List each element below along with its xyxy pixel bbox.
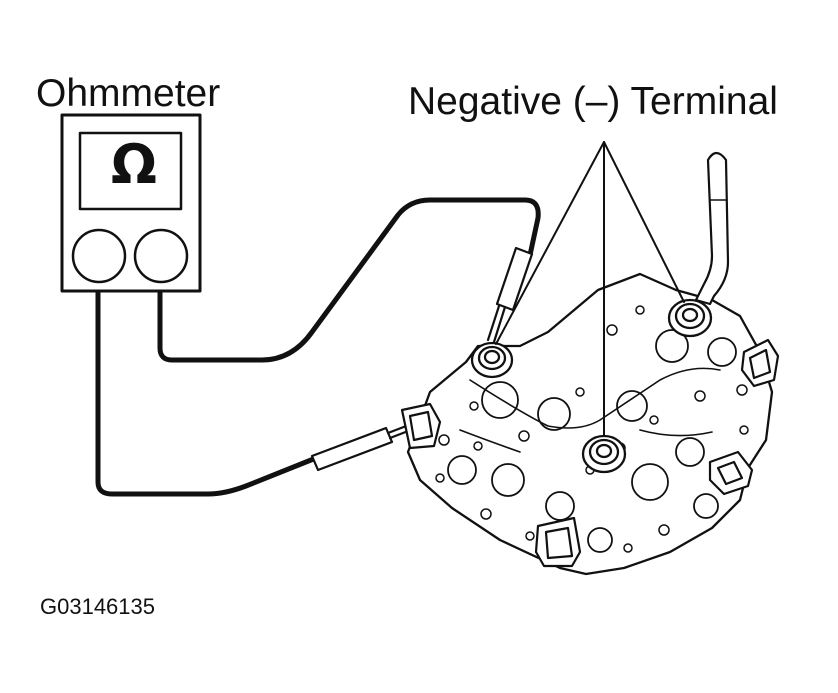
negative-terminal-3: [667, 298, 713, 338]
terminal-clip-right-top: [740, 338, 780, 388]
terminal-clip-left: [400, 402, 442, 450]
probe-lower: [310, 421, 418, 472]
terminal-clip-right-bottom: [708, 450, 754, 496]
leader-lines: [495, 141, 685, 437]
negative-terminal-label: Negative (–) Terminal: [408, 80, 778, 123]
lead-wire-right: [157, 197, 541, 363]
lead-wire-left: [95, 289, 319, 497]
ohmmeter-left-jack: [71, 228, 127, 284]
negative-terminal-1: [470, 341, 514, 379]
ohmmeter: [60, 113, 202, 293]
figure-id: G03146135: [40, 594, 155, 619]
ohm-symbol: Ω: [111, 133, 157, 196]
ohmmeter-display: [78, 131, 183, 211]
probe-upper: [486, 246, 534, 344]
rectifier-holder: [406, 272, 774, 576]
ohmmeter-label: Ohmmeter: [36, 72, 221, 115]
ohmmeter-right-jack: [133, 228, 189, 284]
terminal-clip-bottom: [534, 516, 582, 568]
stator-lead: [694, 151, 730, 306]
negative-terminal-2: [581, 434, 627, 474]
